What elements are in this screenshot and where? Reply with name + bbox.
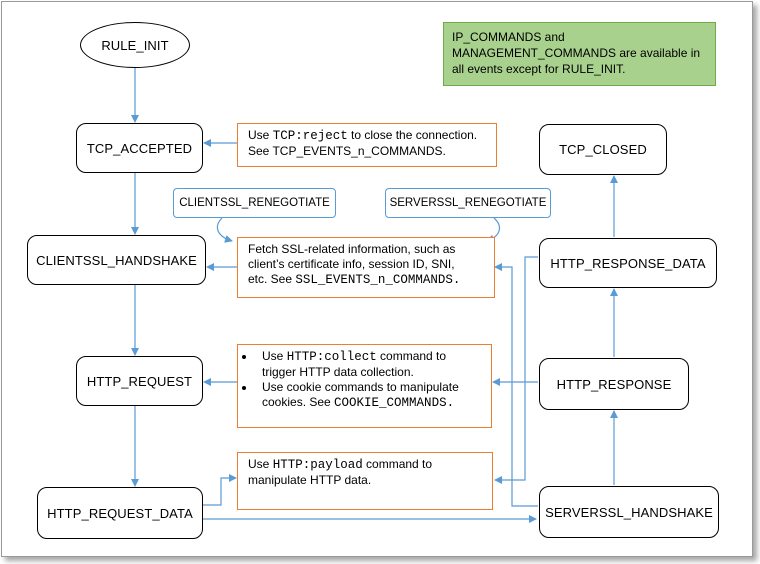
- global-note-line2: MANAGEMENT_COMMANDS are available in: [452, 46, 701, 60]
- http-note-b1-code: HTTP:collect: [286, 350, 377, 364]
- http-note-bullets: Use HTTP:collect command to trigger HTTP …: [242, 349, 485, 411]
- node-rule-init: RULE_INIT: [80, 22, 190, 68]
- ssl-note-line2: client’s certificate info, session ID, S…: [248, 257, 455, 271]
- ssl-note-line3: etc. See SSL_EVENTS_n_COMMANDS.: [248, 272, 488, 288]
- http-note-b1-suffix: command to: [376, 349, 447, 363]
- node-http-request-data: HTTP_REQUEST_DATA: [37, 487, 203, 539]
- payload-note-prefix: Use: [248, 457, 273, 471]
- tcp-note-line2: See TCP_EVENTS_n_COMMANDS.: [248, 144, 446, 158]
- payload-note: Use HTTP:payload command to manipulate H…: [237, 452, 493, 510]
- global-commands-note: IP_COMMANDS and MANAGEMENT_COMMANDS are …: [443, 22, 716, 86]
- global-note-line3: all events except for RULE_INIT.: [452, 62, 626, 76]
- tcp-note-line1: Use TCP:reject to close the connection.: [248, 128, 490, 144]
- arrow-serverssl-to-sslnote: [494, 263, 538, 507]
- global-note-line1: IP_COMMANDS and: [452, 30, 565, 44]
- http-note-b2-prefix: cookies. See: [262, 395, 335, 409]
- arrow-responsedata-to-payloadnote: [494, 256, 538, 484]
- node-tcp-accepted-label: TCP_ACCEPTED: [86, 140, 193, 156]
- ssl-note-line1: Fetch SSL-related information, such as: [248, 242, 456, 256]
- http-collect-note: Use HTTP:collect command to trigger HTTP …: [237, 344, 492, 428]
- tcp-note-suffix: to close the connection.: [347, 128, 478, 142]
- node-http-response: HTTP_RESPONSE: [539, 358, 689, 410]
- http-note-bullet-cookie: Use cookie commands to manipulatecookies…: [256, 380, 485, 411]
- node-clientssl-handshake: CLIENTSSL_HANDSHAKE: [27, 235, 206, 285]
- clientssl-renegotiate-box: CLIENTSSL_RENEGOTIATE: [173, 188, 336, 218]
- tcp-note-code: TCP:reject: [272, 129, 348, 143]
- clientssl-renegotiate-label: CLIENTSSL_RENEGOTIATE: [179, 197, 330, 209]
- tcp-reject-note: Use TCP:reject to close the connection. …: [237, 123, 497, 167]
- node-http-request-label: HTTP_REQUEST: [86, 373, 193, 389]
- node-clientssl-handshake-label: CLIENTSSL_HANDSHAKE: [36, 252, 197, 268]
- http-note-b1-line2: trigger HTTP data collection.: [262, 365, 414, 379]
- http-note-b2-line1: Use cookie commands to manipulate: [262, 380, 459, 394]
- arrow-clientreneg-curl: [216, 217, 233, 243]
- http-note-b1-prefix: Use: [262, 349, 287, 363]
- arrow-requestdata-to-payloadnote: [203, 474, 237, 506]
- node-tcp-closed: TCP_CLOSED: [539, 124, 667, 175]
- http-note-b2-code: COOKIE_COMMANDS.: [334, 396, 455, 410]
- node-tcp-accepted: TCP_ACCEPTED: [76, 123, 203, 173]
- node-rule-init-label: RULE_INIT: [101, 37, 169, 53]
- node-http-response-data-label: HTTP_RESPONSE_DATA: [550, 255, 706, 271]
- ssl-info-note: Fetch SSL-related information, such as c…: [237, 237, 495, 298]
- tcp-note-prefix: Use: [248, 128, 273, 142]
- http-note-bullet-collect: Use HTTP:collect command to trigger HTTP …: [256, 349, 485, 380]
- payload-note-line2: manipulate HTTP data.: [248, 473, 372, 487]
- serverssl-renegotiate-box: SERVERSSL_RENEGOTIATE: [385, 188, 551, 218]
- payload-note-code: HTTP:payload: [272, 458, 363, 472]
- node-serverssl-handshake-label: SERVERSSL_HANDSHAKE: [545, 504, 713, 520]
- ssl-note-line3-prefix: etc. See: [248, 272, 296, 286]
- serverssl-renegotiate-label: SERVERSSL_RENEGOTIATE: [389, 197, 547, 209]
- node-http-response-data: HTTP_RESPONSE_DATA: [539, 238, 717, 288]
- node-serverssl-handshake: SERVERSSL_HANDSHAKE: [539, 486, 719, 538]
- node-http-request-data-label: HTTP_REQUEST_DATA: [47, 505, 193, 521]
- node-tcp-closed-label: TCP_CLOSED: [559, 142, 647, 157]
- ssl-note-code: SSL_EVENTS_n_COMMANDS.: [295, 273, 461, 287]
- node-http-response-label: HTTP_RESPONSE: [556, 376, 672, 392]
- payload-note-suffix: command to: [362, 457, 433, 471]
- node-http-request: HTTP_REQUEST: [76, 356, 203, 406]
- payload-note-line1: Use HTTP:payload command to: [248, 457, 486, 473]
